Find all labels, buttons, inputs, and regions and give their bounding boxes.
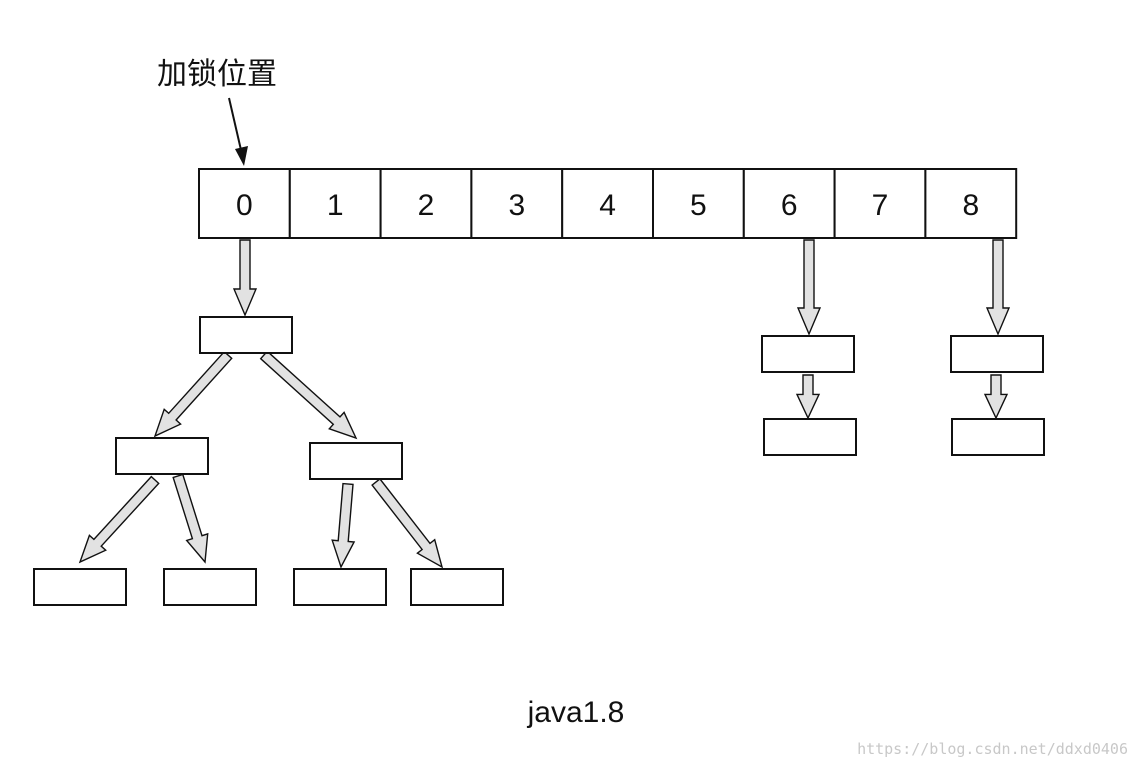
list6-node-2 xyxy=(763,418,857,456)
tree-right-node xyxy=(309,442,403,480)
bucket-index-6: 6 xyxy=(781,189,798,222)
arrow-node8a-node8b xyxy=(983,374,1009,420)
bucket-index-3: 3 xyxy=(508,189,525,222)
arrow-root-left xyxy=(153,350,233,438)
arrow-node6a-node6b xyxy=(795,374,821,420)
arrow-right-rr xyxy=(371,477,444,569)
bucket-cell-6 xyxy=(742,168,836,239)
arrow-bucket0-root xyxy=(232,239,258,317)
bucket-array: 0 1 2 3 4 5 6 7 8 xyxy=(198,168,1018,239)
bucket-index-1: 1 xyxy=(327,189,344,222)
bucket-index-4: 4 xyxy=(599,189,616,222)
lock-pointer-arrowhead xyxy=(235,146,248,166)
bucket-index-2: 2 xyxy=(418,189,435,222)
list8-node-1 xyxy=(950,335,1044,373)
bucket-index-7: 7 xyxy=(872,189,889,222)
arrow-right-rl xyxy=(331,482,356,569)
diagram-caption: java1.8 xyxy=(527,696,625,729)
bucket-index-0: 0 xyxy=(236,189,253,222)
arrow-root-right xyxy=(259,350,358,440)
bucket-index-5: 5 xyxy=(690,189,707,222)
list6-node-1 xyxy=(761,335,855,373)
tree-leaf-node-3 xyxy=(293,568,387,606)
tree-leaf-node-4 xyxy=(410,568,504,606)
tree-leaf-node-2 xyxy=(163,568,257,606)
bucket-cell-1 xyxy=(288,168,382,239)
bucket-cell-0 xyxy=(198,168,291,239)
bucket-cell-7 xyxy=(833,168,927,239)
tree-root-node xyxy=(199,316,293,354)
bucket-cell-2 xyxy=(379,168,473,239)
watermark-text: https://blog.csdn.net/ddxd0406 xyxy=(857,740,1128,758)
arrow-bucket8-node1 xyxy=(985,239,1011,336)
tree-leaf-node-1 xyxy=(33,568,127,606)
arrow-bucket6-node1 xyxy=(796,239,822,336)
list8-node-2 xyxy=(951,418,1045,456)
arrow-left-lr xyxy=(172,473,209,564)
bucket-index-8: 8 xyxy=(962,189,979,222)
bucket-cell-5 xyxy=(652,168,745,239)
bucket-cell-4 xyxy=(561,168,655,239)
lock-pointer-line xyxy=(228,97,242,151)
bucket-cell-8 xyxy=(924,168,1018,239)
node-boxes xyxy=(33,316,1045,606)
arrow-left-ll xyxy=(78,475,160,564)
tree-left-node xyxy=(115,437,209,475)
lock-position-label: 加锁位置 xyxy=(157,58,277,91)
node-arrows xyxy=(78,239,1011,569)
